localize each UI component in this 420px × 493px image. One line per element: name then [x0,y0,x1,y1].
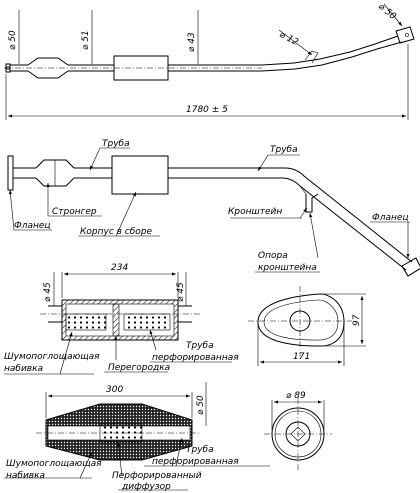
muffler-diameter-right: ⌀ 45 [176,282,186,302]
oval-view: 97 171 [248,286,366,366]
oval-height: 97 [352,314,362,326]
muffler-baffle-label: Перегородка [108,363,170,373]
side-pipe-label-2: Труба [270,145,298,155]
top-body-diameter: ⌀ 51 [81,30,91,50]
stronger-diffuser-label-1: Перфорированный [112,471,202,481]
stronger-section: 300 ⌀ 50 Шумопоглощающая набивка Труба п… [4,382,270,492]
stronger-diameter: ⌀ 50 [196,395,206,415]
side-body-label: Корпус в сборе [80,227,153,237]
round-view: ⌀ 89 [264,391,332,470]
muffler-diameter-left: ⌀ 45 [43,282,53,302]
top-view: ⌀ 50 ⌀ 51 ⌀ 43 ⌀ 12 ⌀ 50 1780 ± 5 [4,2,415,120]
side-support-label-2: кронштейна [258,263,317,273]
stronger-diffuser-label-2: диффузор [121,482,171,492]
muffler-length: 234 [111,263,128,273]
top-length: 1780 ± 5 [186,105,228,115]
top-bracket-diameter: ⌀ 12 [278,30,300,48]
muffler-section: 234 ⌀ 45 ⌀ 45 Шумопоглощающая набивка Пе… [4,263,239,375]
side-flange-label-2: Фланец [372,213,409,223]
stronger-length: 300 [106,385,123,395]
oval-width: 171 [293,352,310,362]
side-support-label-1: Опора [258,251,288,261]
muffler-absorbent-label-2: набивка [4,364,43,374]
stronger-pipe-label-1: Труба [186,445,214,455]
side-stronger-label: Стронгер [52,207,97,217]
stronger-pipe-label-2: перфорированная [152,457,239,467]
muffler-pipe-label-2: перфорированная [152,353,239,363]
muffler-pipe-label-1: Труба [186,341,214,351]
side-view: Труба Труба Фланец Стронгер Корпус в сбо… [7,139,420,277]
top-outlet-diameter: ⌀ 50 [376,2,398,23]
side-pipe-label-1: Труба [102,139,130,149]
round-diameter: ⌀ 89 [286,391,306,401]
top-pipe-diameter: ⌀ 43 [187,32,197,52]
side-flange-label-1: Фланец [14,221,51,231]
top-inlet-diameter: ⌀ 50 [8,30,18,50]
muffler-absorbent-label-1: Шумопоглощающая [4,352,100,362]
side-bracket-label: Кронштейн [228,207,282,217]
stronger-absorbent-label-1: Шумопоглощающая [6,459,102,469]
stronger-absorbent-label-2: набивка [6,471,45,481]
